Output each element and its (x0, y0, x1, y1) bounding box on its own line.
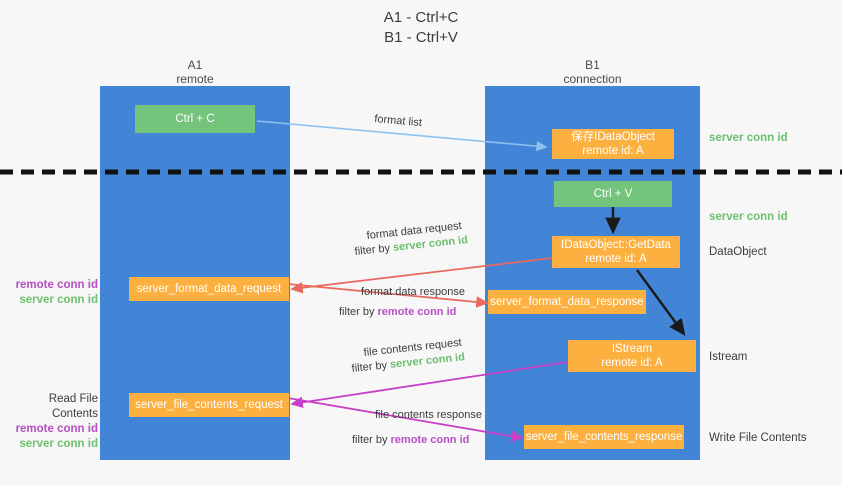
arrow-label-format-list: format list (373, 112, 423, 130)
arrow-label-format-data-response-filter: filter by remote conn id (339, 305, 456, 320)
column-header-a1: A1 remote (100, 58, 290, 86)
left-conn-id-block-2: Read File Contents remote conn id server… (6, 392, 98, 452)
box-server-file-contents-request[interactable]: server_file_contents_request (129, 393, 289, 417)
box-istream[interactable]: IStream remote id: A (568, 340, 696, 372)
title-line-2: B1 - Ctrl+V (384, 29, 458, 46)
label-remote-conn-id-1: remote conn id (15, 279, 98, 291)
box-getdata-line2: remote id: A (585, 253, 647, 265)
label-server-conn-id-top: server conn id (709, 132, 788, 144)
box-save-idataobject-line1: 保存IDataObject (571, 131, 655, 143)
title-line-1: A1 - Ctrl+C (383, 9, 459, 26)
label-istream: Istream (709, 351, 748, 363)
box-ctrl-v-label: Ctrl + V (593, 188, 633, 200)
label-server-conn-id-1: server conn id (19, 294, 98, 306)
box-server-file-contents-response-label: server_file_contents_response (525, 431, 683, 443)
column-a1-name: A1 (187, 58, 203, 72)
box-save-idataobject[interactable]: 保存IDataObject remote id: A (552, 129, 674, 159)
box-istream-line1: IStream (611, 343, 653, 355)
box-save-idataobject-line2: remote id: A (582, 145, 644, 157)
box-server-format-data-response-label: server_format_data_response (490, 296, 644, 308)
box-server-format-data-response[interactable]: server_format_data_response (488, 290, 646, 314)
box-ctrl-c-label: Ctrl + C (175, 113, 215, 125)
box-ctrl-v[interactable]: Ctrl + V (554, 181, 672, 207)
left-conn-id-block-1: remote conn id server conn id (10, 278, 98, 308)
label-remote-conn-id-2: remote conn id (15, 423, 98, 435)
filter-value: remote conn id (390, 434, 470, 446)
label-server-conn-id-2: server conn id (19, 438, 98, 450)
arrow-label-file-contents-response-filter: filter by remote conn id (352, 433, 469, 448)
page-title: A1 - Ctrl+C B1 - Ctrl+V (0, 8, 842, 48)
box-istream-line2: remote id: A (601, 357, 663, 369)
arrow-label-file-contents-response: file contents response (375, 409, 483, 421)
box-server-format-data-request-label: server_format_data_request (136, 283, 282, 295)
label-read-file-contents: Read File Contents (48, 393, 98, 420)
column-b1-sub: connection (563, 72, 622, 86)
filter-prefix: filter by (339, 306, 378, 318)
box-server-format-data-request[interactable]: server_format_data_request (129, 277, 289, 301)
filter-prefix: filter by (351, 358, 391, 375)
box-ctrl-c[interactable]: Ctrl + C (135, 105, 255, 133)
label-server-conn-id-mid: server conn id (709, 211, 788, 223)
filter-prefix: filter by (352, 434, 391, 446)
box-getdata-line1: IDataObject::GetData (561, 239, 671, 251)
box-idataobject-getdata[interactable]: IDataObject::GetData remote id: A (552, 236, 680, 268)
box-server-file-contents-response[interactable]: server_file_contents_response (524, 425, 684, 449)
box-server-file-contents-request-label: server_file_contents_request (135, 399, 283, 411)
label-write-file-contents: Write File Contents (709, 432, 807, 444)
filter-value: remote conn id (377, 306, 457, 318)
label-dataobject: DataObject (709, 246, 767, 258)
filter-prefix: filter by (354, 241, 394, 258)
column-b1-name: B1 (585, 58, 600, 72)
arrow-label-format-data-response: format data response (361, 286, 465, 298)
column-header-b1: B1 connection (485, 58, 700, 86)
column-a1-sub: remote (176, 72, 214, 86)
